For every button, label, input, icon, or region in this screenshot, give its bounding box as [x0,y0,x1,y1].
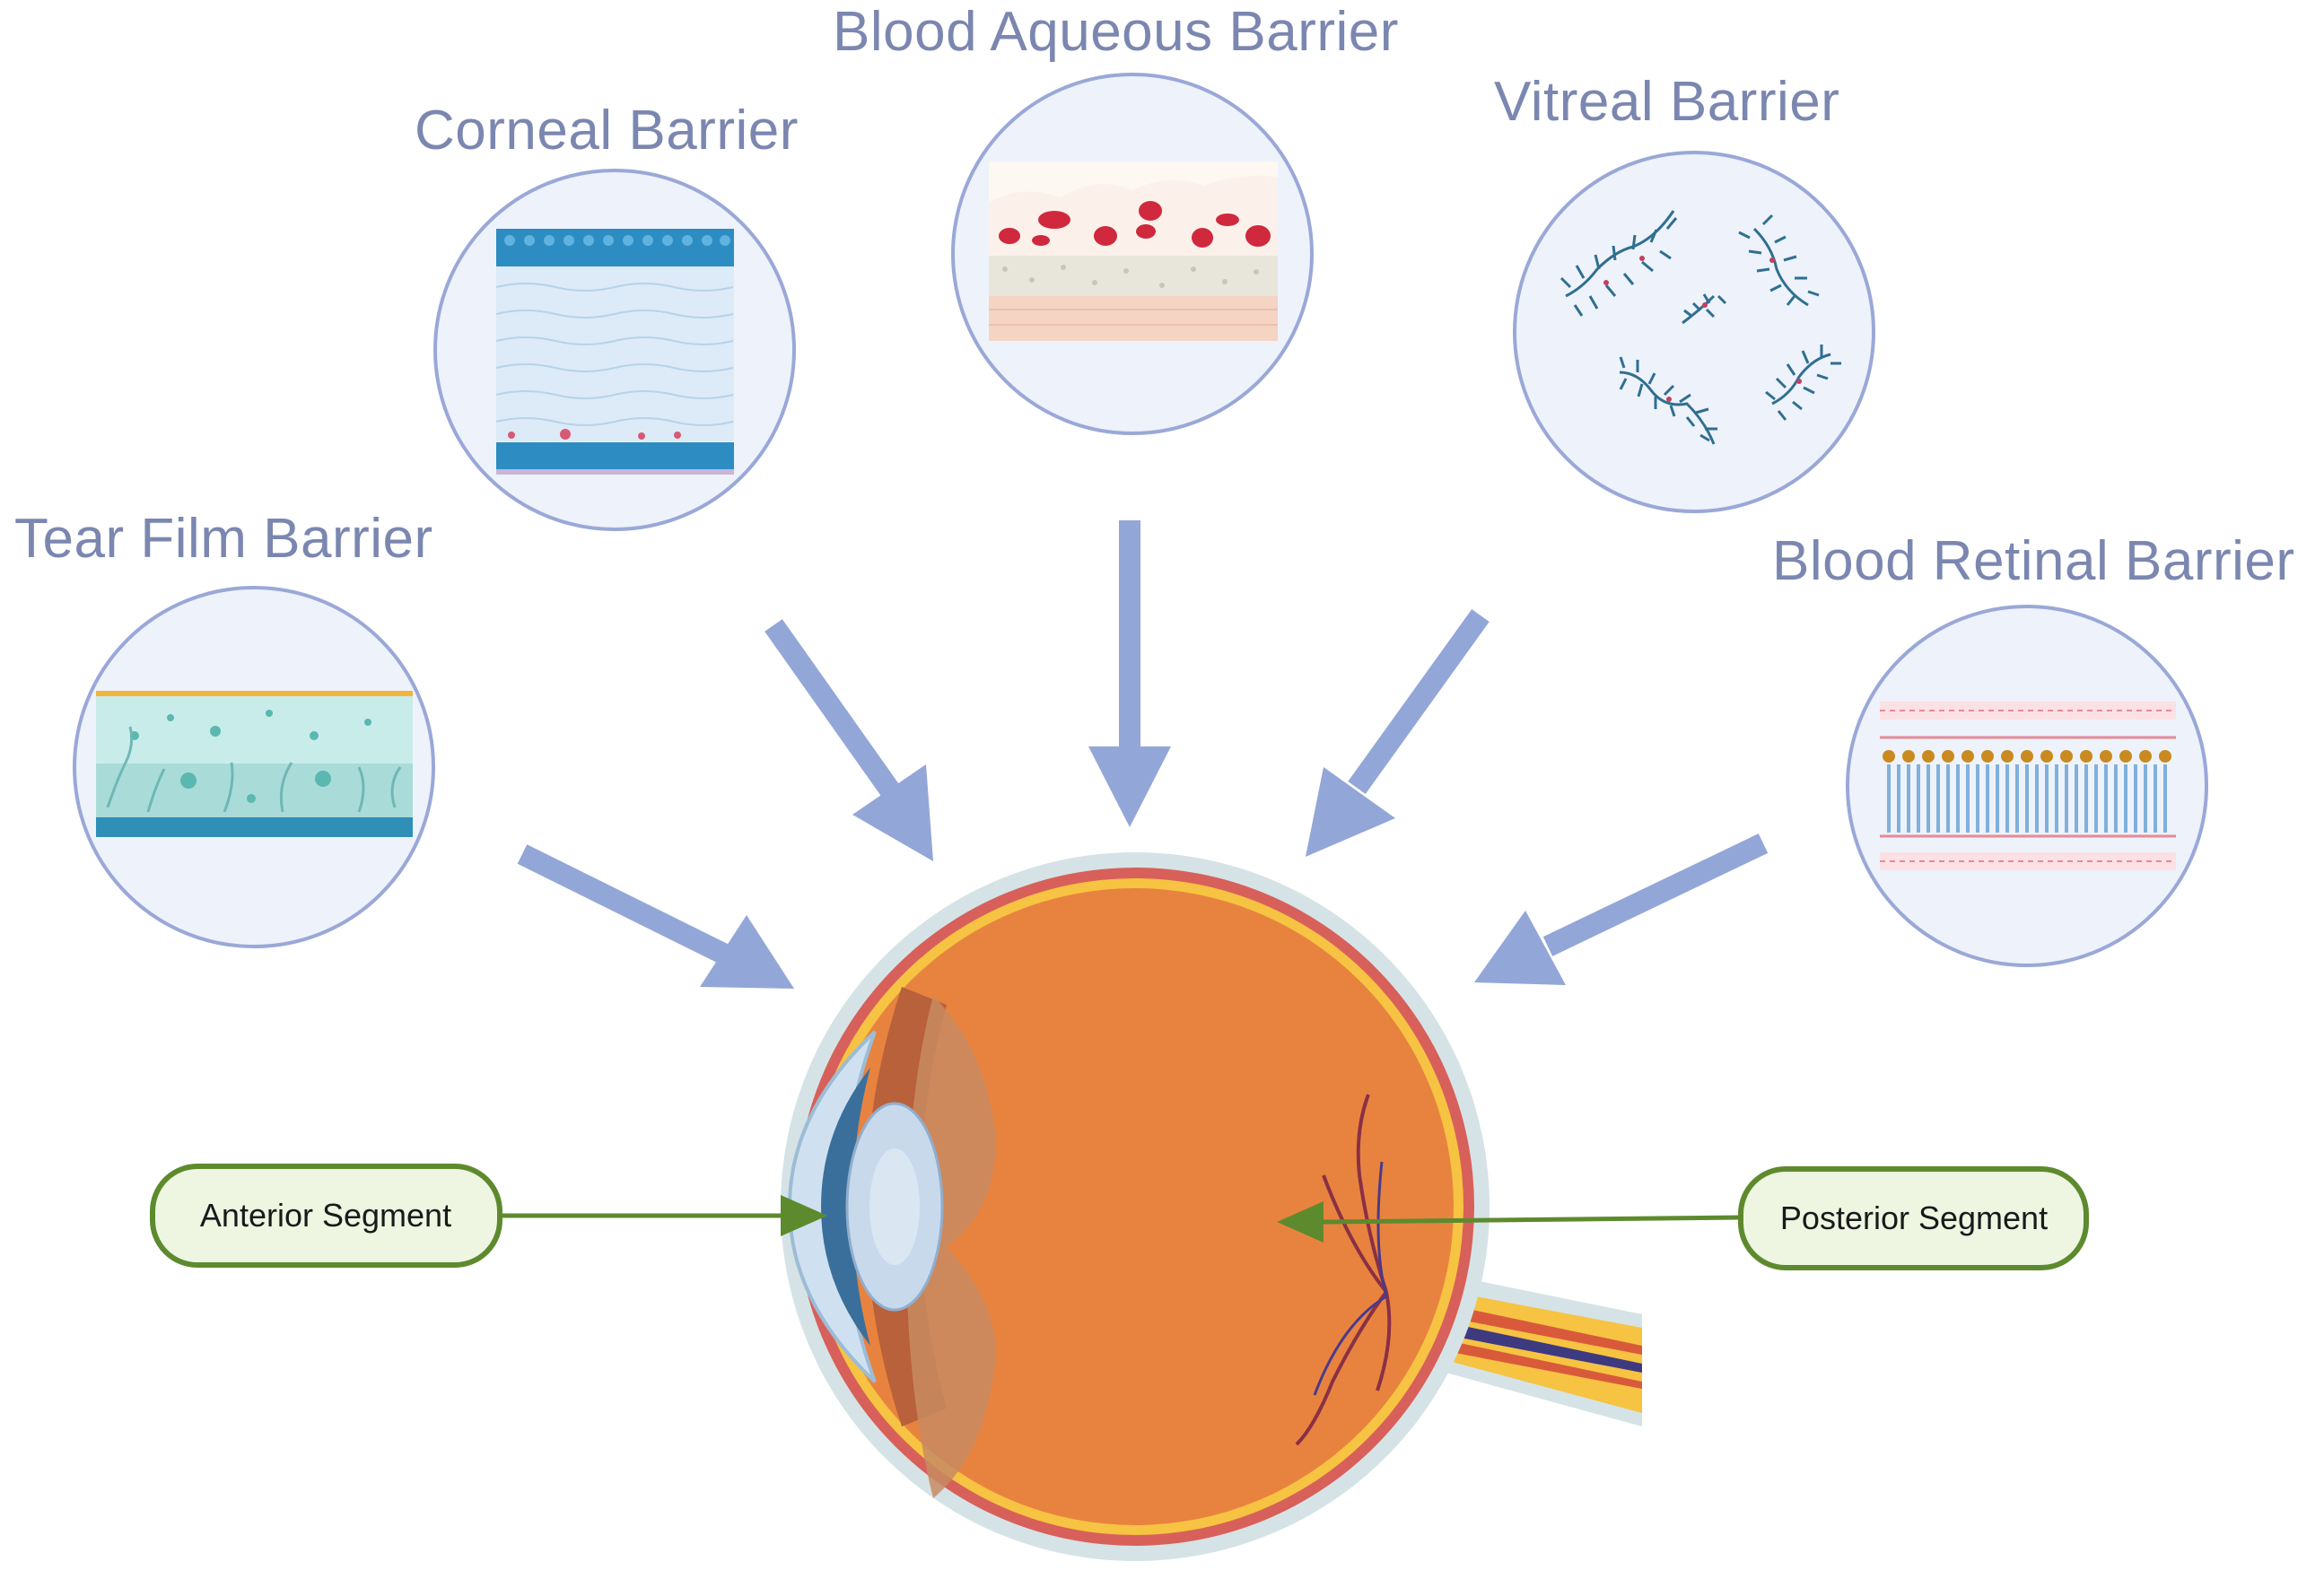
posterior-segment-callout: Posterior Segment [1277,1166,2089,1270]
corneal-barrier-title: Corneal Barrier [415,100,799,161]
vitreal-barrier-title: Vitreal Barrier [1494,71,1840,133]
arrow-from-blood-retinal [1474,833,1769,985]
eye-cross-section [781,852,1642,1561]
tear-film-barrier-title: Tear Film Barrier [14,508,433,570]
blood-aqueous-barrier-title: Blood Aqueous Barrier [833,1,1399,63]
anterior-segment-label-box [150,1164,502,1268]
blood-aqueous-barrier-illustration [951,73,1314,435]
posterior-segment-label: Posterior Segment [1780,1200,2048,1236]
vitreal-barrier-illustration [1513,151,1875,513]
arrow-from-tear-film [517,844,794,989]
blood-retinal-barrier-title: Blood Retinal Barrier [1772,530,2295,592]
blood-retinal-barrier-illustration [1846,605,2208,967]
arrow-from-blood-aqueous [1088,520,1171,827]
anterior-segment-label: Anterior Segment [200,1197,451,1234]
arrow-from-corneal [764,619,933,861]
corneal-barrier-illustration [433,169,796,531]
arrow-from-vitreal [1306,608,1490,857]
tear-film-barrier-illustration [73,586,435,948]
posterior-segment-label-box [1738,1166,2089,1270]
anterior-segment-callout: Anterior Segment [150,1164,827,1268]
